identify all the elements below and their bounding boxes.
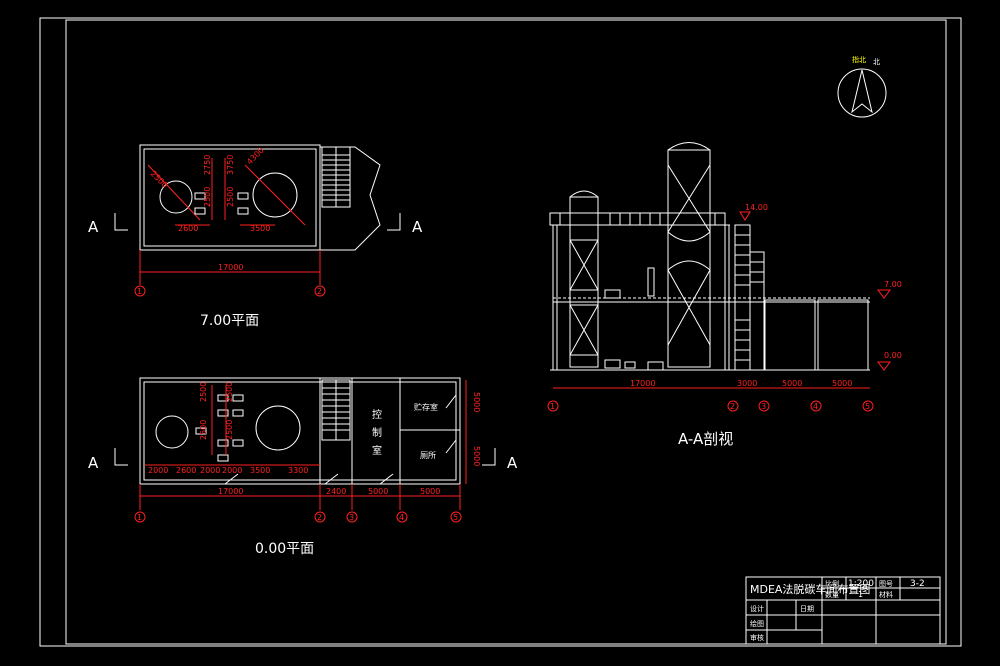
plan-upper: 2500 4300 2750 3750 2500 2500 2600 3500 … xyxy=(88,144,423,329)
title-review-label: 审核 xyxy=(750,633,764,642)
dim-lower-r2: 5000 xyxy=(472,446,481,466)
axis-section-4: 4 xyxy=(813,402,818,411)
dim-lower-y3: 2500 xyxy=(199,420,208,440)
room-control-3: 室 xyxy=(372,444,382,457)
dim-lower-x2: 2600 xyxy=(176,466,196,475)
tank-small-lower xyxy=(155,415,189,449)
axis-section-5: 5 xyxy=(865,402,870,411)
north-label: 北 xyxy=(873,58,880,66)
axis-section-1: 1 xyxy=(550,402,555,411)
title-draw-label: 绘图 xyxy=(750,619,764,628)
elev-14: 14.00 xyxy=(745,203,768,212)
north-arrow: 指北 北 xyxy=(837,55,887,118)
section-stairs xyxy=(735,234,764,361)
tank-small xyxy=(159,180,193,214)
axis-section-2: 2 xyxy=(730,402,735,411)
axis-upper-2: 2 xyxy=(317,287,322,296)
stair-treads-lower xyxy=(322,380,350,440)
stair-treads xyxy=(322,147,350,207)
section-mark-upper-right: A xyxy=(412,218,423,236)
title-qty: 1 xyxy=(858,590,863,599)
break-line xyxy=(320,146,381,251)
plan-upper-title: 7.00平面 xyxy=(200,313,259,329)
title-dwgno-label: 图号 xyxy=(879,580,893,588)
dim-lower-b1: 2400 xyxy=(326,487,346,496)
section-mark-upper-left: A xyxy=(88,218,99,236)
section-title: A-A剖视 xyxy=(678,430,733,448)
railing-left xyxy=(549,212,726,226)
dim-upper-d8: 3500 xyxy=(250,224,270,233)
dim-lower-x3: 2000 xyxy=(200,466,220,475)
dim-lower-x4: 2000 xyxy=(222,466,242,475)
inner-frame xyxy=(65,19,947,645)
title-design-label: 设计 xyxy=(750,604,764,613)
title-dwgno: 3-2 xyxy=(910,579,925,589)
dim-section-2: 3000 xyxy=(737,379,757,388)
section-mark-lower-left: A xyxy=(88,454,99,472)
elev-0: 0.00 xyxy=(884,351,902,360)
dim-lower-y2: 2500 xyxy=(225,382,234,402)
dim-lower-y4: 2500 xyxy=(225,420,234,440)
room-control-1: 控 xyxy=(372,408,382,421)
axis-lower-1: 1 xyxy=(137,513,142,522)
title-scale: 1:200 xyxy=(848,579,874,589)
column-large xyxy=(667,149,711,368)
title-date-label: 日期 xyxy=(800,605,814,613)
section-mark-lower-right: A xyxy=(507,454,518,472)
dim-lower-b2: 5000 xyxy=(368,487,388,496)
dim-upper-d3: 2750 xyxy=(203,155,212,175)
axis-upper-1: 1 xyxy=(137,287,142,296)
dim-lower-r1: 5000 xyxy=(472,392,481,412)
axis-lower-3: 3 xyxy=(349,513,354,522)
title-scale-label: 比例 xyxy=(825,579,839,588)
tank-large-lower xyxy=(255,405,301,451)
dim-lower-b3: 5000 xyxy=(420,487,440,496)
axis-section-3: 3 xyxy=(761,402,766,411)
dim-upper-d4: 3750 xyxy=(226,155,235,175)
elev-7: 7.00 xyxy=(884,280,902,289)
dim-section-1: 17000 xyxy=(630,379,655,388)
room-control-2: 制 xyxy=(372,426,382,439)
title-block: MDEA法脱碳车间布置图 比例 1:200 图号 3-2 数量 1 材料 设计 … xyxy=(745,576,941,645)
dim-lower-x5: 3500 xyxy=(250,466,270,475)
room-toilet: 厕所 xyxy=(420,450,436,460)
dim-lower-y1: 2500 xyxy=(199,382,208,402)
axis-lower-2: 2 xyxy=(317,513,322,522)
dim-lower-x6: 3300 xyxy=(288,466,308,475)
title-project: MDEA法脱碳车间布置图 xyxy=(750,582,870,596)
outer-frame xyxy=(39,17,962,647)
plan-lower-title: 0.00平面 xyxy=(255,541,314,557)
axis-lower-4: 4 xyxy=(399,513,404,522)
dim-upper-total: 17000 xyxy=(218,263,243,272)
dim-section-3: 5000 xyxy=(782,379,802,388)
north-top-label: 指北 xyxy=(852,55,866,64)
dim-section-4: 5000 xyxy=(832,379,852,388)
tank-large xyxy=(252,172,298,218)
title-material-label: 材料 xyxy=(879,590,893,599)
dim-upper-d7: 2600 xyxy=(178,224,198,233)
axis-lower-5: 5 xyxy=(453,513,458,522)
dim-upper-d6: 2500 xyxy=(226,187,235,207)
title-qty-label: 数量 xyxy=(825,590,839,599)
railing-bars xyxy=(559,213,716,225)
dim-upper-d5: 2500 xyxy=(203,187,212,207)
plan-lower: 2500 2500 2500 2500 2000 2600 2000 2000 … xyxy=(88,377,518,557)
room-storage: 贮存室 xyxy=(414,402,438,412)
dim-upper-d1: 2500 xyxy=(149,169,170,190)
section-aa: 17000 3000 5000 5000 14.00 7.00 0.00 1 2… xyxy=(547,142,902,448)
dim-lower-total: 17000 xyxy=(218,487,243,496)
dim-lower-x1: 2000 xyxy=(148,466,168,475)
